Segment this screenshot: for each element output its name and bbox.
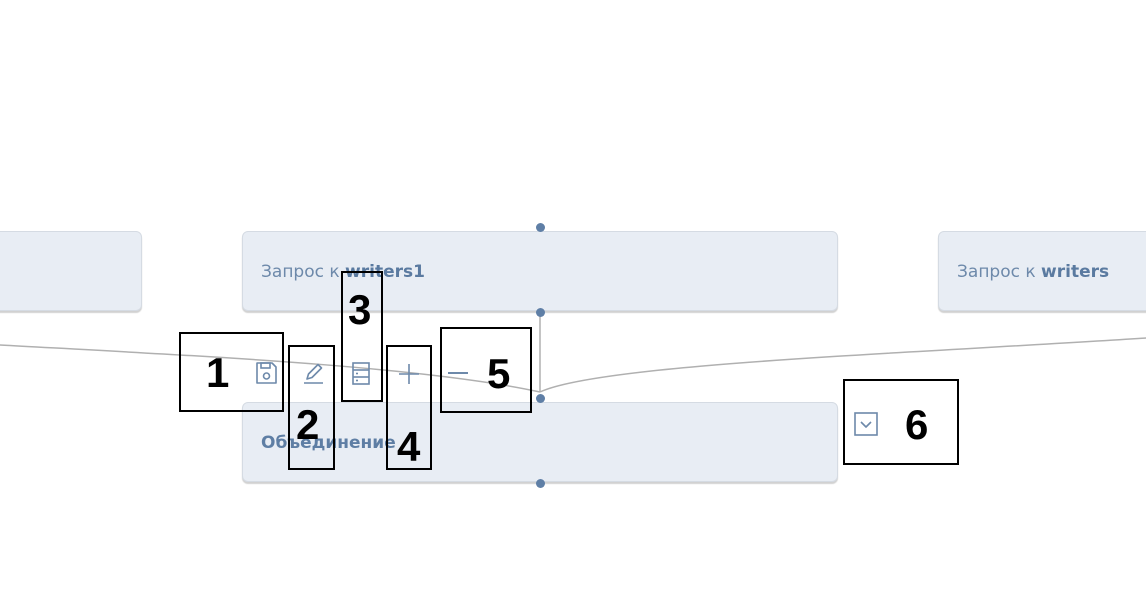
port-writers1-top[interactable] xyxy=(536,223,545,232)
minus-icon[interactable] xyxy=(443,358,473,388)
port-join-bottom[interactable] xyxy=(536,479,545,488)
query-node-left[interactable] xyxy=(0,231,142,311)
query-node-writers1[interactable]: Запрос к writers1 xyxy=(242,231,838,311)
pencil-icon[interactable] xyxy=(298,358,328,388)
plus-icon[interactable] xyxy=(394,359,424,389)
query-node-writers1-label: Запрос к writers1 xyxy=(261,262,425,282)
join-node-label: Объединение xyxy=(261,433,396,453)
table-icon[interactable] xyxy=(346,358,376,388)
query-node-writers-label: Запрос к writers xyxy=(957,262,1109,282)
query-node-writers1-name: writers1 xyxy=(345,262,425,282)
edge-right-to-join xyxy=(539,337,1146,393)
collapse-icon[interactable] xyxy=(851,409,881,439)
join-node[interactable]: Объединение xyxy=(242,402,838,482)
save-icon[interactable] xyxy=(251,358,281,388)
query-node-writers-prefix: Запрос к xyxy=(957,262,1042,282)
query-node-writers1-prefix: Запрос к xyxy=(261,262,346,282)
query-node-writers-name: writers xyxy=(1041,262,1110,282)
edge-left-to-join xyxy=(0,344,541,393)
query-node-writers[interactable]: Запрос к writers xyxy=(938,231,1146,311)
port-writers1-bottom[interactable] xyxy=(536,308,545,317)
port-join-top[interactable] xyxy=(536,394,545,403)
